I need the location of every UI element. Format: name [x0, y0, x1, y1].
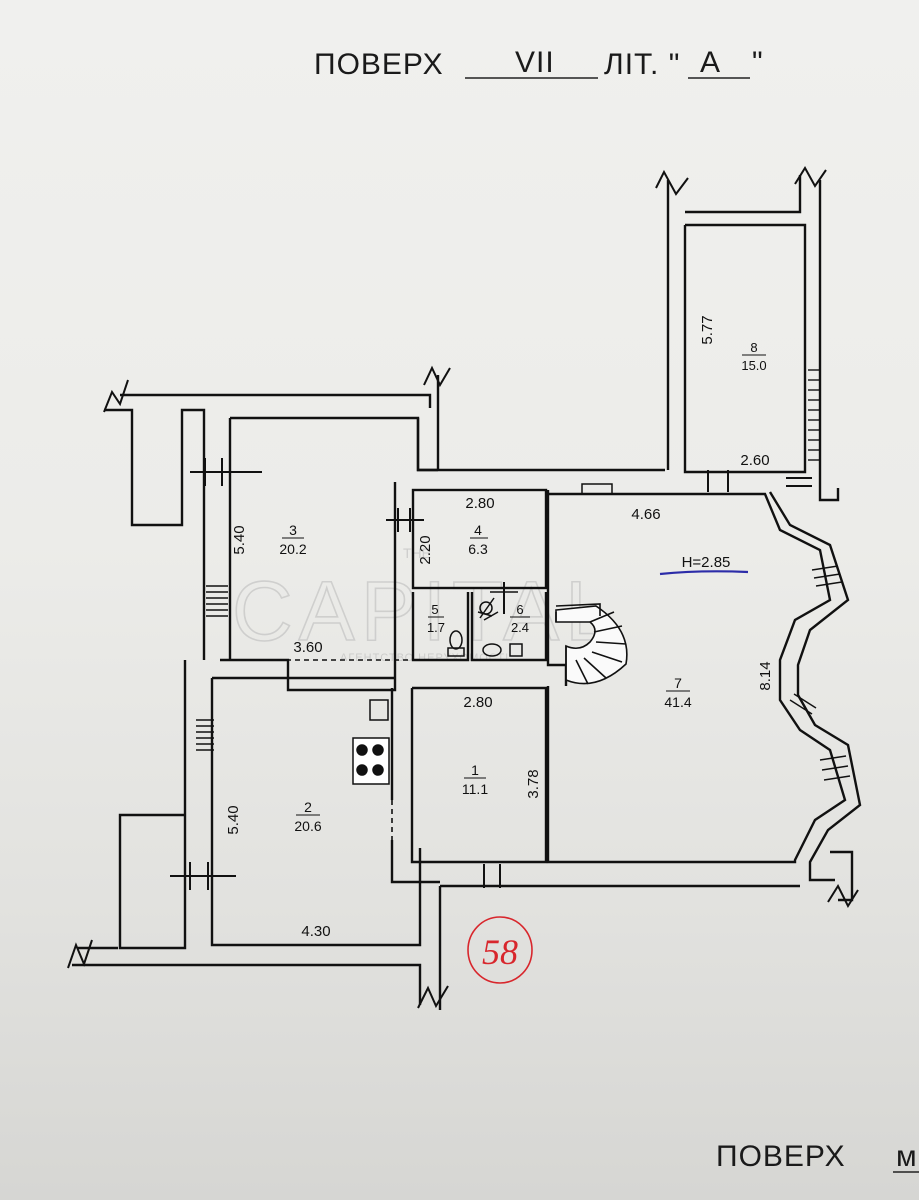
- letter-close: ": [752, 46, 764, 79]
- room-area: 2.4: [511, 620, 529, 635]
- wall-room5: [411, 592, 470, 662]
- wall-breaks: [67, 166, 859, 1009]
- room-6: 6 2.4: [510, 602, 530, 635]
- dim-room4-width: 2.80: [465, 495, 494, 512]
- wall-room6: [470, 592, 548, 662]
- wall-corridor-left: [220, 482, 397, 692]
- windows: [196, 369, 851, 781]
- dim-room4-height: 2.20: [417, 535, 434, 564]
- floor-number: VII: [515, 46, 555, 79]
- ceiling-height-underline: [659, 570, 749, 576]
- wall-room7-bay: [546, 492, 847, 864]
- room-area: 41.4: [664, 694, 691, 710]
- room-labels: 3 20.2 4 6.3 5 1.7 6 2.4 8 15.0 7 41.4: [279, 340, 766, 834]
- spiral-staircase-icon: [555, 603, 628, 685]
- stamp-number: 58: [482, 932, 518, 972]
- break-right: [827, 883, 859, 909]
- room-number: 3: [289, 522, 297, 538]
- wall-top-left-outer: [120, 393, 432, 408]
- watermark-prefix: THE: [403, 545, 431, 561]
- room-1: 1 11.1: [462, 762, 488, 797]
- fixtures: [352, 483, 613, 785]
- wall-left-lower: [118, 660, 187, 950]
- dim-room7-top: 4.66: [631, 506, 660, 523]
- footer-floor-text: ПОВЕРХ: [716, 1140, 846, 1173]
- openings: [232, 500, 549, 862]
- room-8: 8 15.0: [741, 340, 766, 373]
- dim-room3-width: 3.60: [293, 639, 322, 656]
- room-2: 2 20.6: [294, 799, 321, 834]
- wall-room3-top: [230, 416, 438, 472]
- dim-room3-height: 5.40: [231, 525, 248, 554]
- room-area: 20.2: [279, 541, 306, 557]
- watermark-subtitle: АГЕНТСТВО НЕРУХОМОСТІ: [340, 652, 509, 664]
- break-bottom-left: [67, 939, 93, 969]
- floor-header: ПОВЕРХ VII ЛІТ. " А ": [314, 46, 764, 81]
- wall-room1-left-lower: [390, 840, 440, 884]
- wall-room8: [683, 223, 807, 474]
- room-number: 2: [304, 799, 312, 815]
- break-bottom-middle: [417, 985, 449, 1009]
- room-3: 3 20.2: [279, 522, 306, 557]
- stove-icon: [352, 737, 390, 785]
- page-number-stamp: 58: [467, 916, 533, 984]
- wall-room3-right: [416, 418, 665, 472]
- wall-bottom-outer: [72, 963, 422, 1005]
- dim-room8-height: 5.77: [699, 315, 716, 344]
- letter-label: ЛІТ. ": [604, 48, 680, 81]
- ceiling-height: Н=2.85: [682, 554, 731, 571]
- wall-left-upper: [104, 408, 206, 660]
- window-room3: [206, 585, 228, 617]
- door-marks: [170, 458, 812, 890]
- vent-icon: [581, 483, 613, 495]
- dim-room7-height: 8.14: [757, 661, 774, 690]
- room-area: 11.1: [462, 781, 488, 797]
- room-number: 8: [750, 340, 757, 355]
- room-7: 7 41.4: [664, 675, 691, 710]
- room-5: 5 1.7: [427, 602, 445, 635]
- stamp-circle: [467, 916, 533, 984]
- wall-room4: [411, 488, 548, 590]
- footer-floor-number: м: [896, 1140, 918, 1173]
- room-area: 6.3: [468, 541, 488, 557]
- dim-room2-height: 5.40: [225, 805, 242, 834]
- toilet-icon-2: [482, 643, 502, 657]
- wall-room8-top: [685, 175, 802, 214]
- shower-icon: [477, 597, 499, 621]
- wall-room8-right: [818, 180, 840, 502]
- dimension-labels: 5.77 2.60 5.40 3.60 2.80 2.20 4.66 8.14 …: [225, 315, 774, 940]
- letter-value: А: [700, 46, 721, 79]
- room-area: 15.0: [741, 358, 766, 373]
- room-area: 20.6: [294, 818, 321, 834]
- sink-icon: [369, 699, 389, 721]
- room-4: 4 6.3: [468, 522, 488, 557]
- window-room8: [808, 369, 820, 461]
- room-number: 4: [474, 522, 482, 538]
- room-number: 5: [431, 602, 438, 617]
- room-number: 7: [674, 675, 682, 691]
- room-number: 1: [471, 762, 479, 778]
- footer-floor-label: ПОВЕРХ м: [716, 1140, 919, 1173]
- window-bay: [789, 565, 851, 781]
- toilet-icon: [449, 630, 463, 650]
- dim-room8-width: 2.60: [740, 452, 769, 469]
- floor-label: ПОВЕРХ: [314, 48, 444, 81]
- room-number: 6: [516, 602, 523, 617]
- wall-room2: [210, 678, 422, 947]
- break-room8-right: [794, 166, 827, 188]
- window-room2: [196, 719, 214, 751]
- break-left-top: [103, 379, 129, 413]
- wall-room1: [410, 686, 548, 864]
- room-area: 1.7: [427, 620, 445, 635]
- dim-room1-height: 3.78: [525, 769, 542, 798]
- break-middle-top: [423, 365, 451, 388]
- dim-room2-width: 4.30: [301, 923, 330, 940]
- break-room8-left: [655, 169, 689, 196]
- ceiling-height-annotation: Н=2.85: [659, 554, 749, 576]
- dim-room1-width: 2.80: [463, 694, 492, 711]
